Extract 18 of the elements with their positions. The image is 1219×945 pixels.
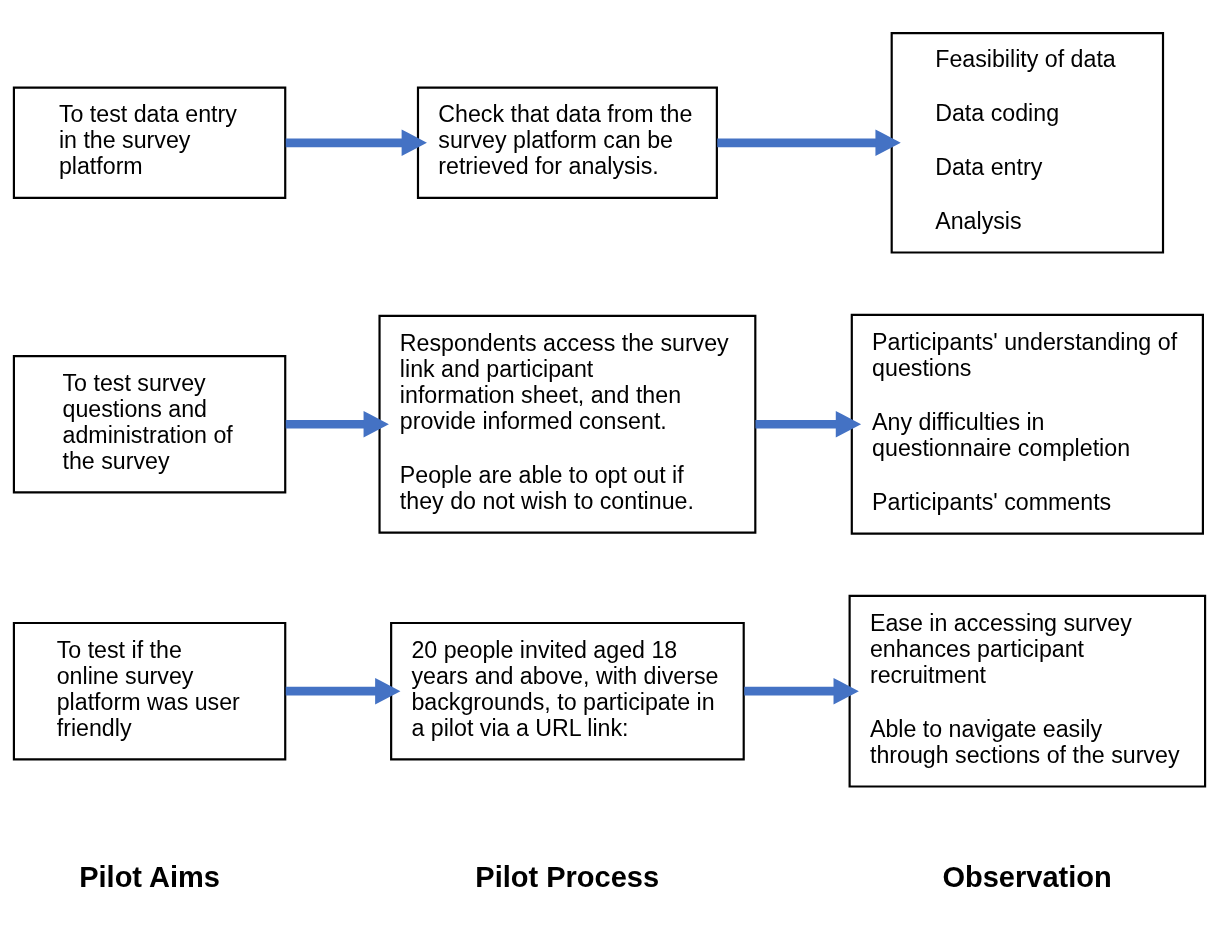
label: Pilot Process [475, 860, 660, 893]
node-box: Check that data from the survey platform can be retrieved for analysis. [416, 86, 718, 199]
node-box: Ease in accessing survey enhances participant recruitment Able to navigate easily through sections of the survey [848, 594, 1207, 788]
node-box: Feasibility of data Data coding Data entry Analysis [890, 31, 1165, 254]
arrow [285, 129, 427, 156]
node-box: To test survey questions and administration of the survey [12, 354, 287, 494]
node-box: Participants' understanding of questions Any difficulties in questionnaire completion Participants' comments [850, 313, 1204, 535]
node-box: Respondents access the survey link and participant information sheet, and then provide informed consent. People are able to opt out if they do not wish to continue. [378, 314, 757, 534]
node-box: To test if the online survey platform was user friendly [12, 621, 287, 760]
arrow [755, 410, 862, 438]
node-box: To test data entry in the survey platform [12, 86, 287, 199]
label: Observation [942, 860, 1112, 893]
label: Pilot Aims [79, 860, 220, 893]
arrow [285, 677, 401, 704]
arrow [717, 129, 901, 156]
node-box: 20 people invited aged 18 years and above, with diverse backgrounds, to participate in a pilot via a URL link: [390, 621, 745, 760]
arrow [744, 677, 859, 704]
arrow [285, 410, 389, 438]
